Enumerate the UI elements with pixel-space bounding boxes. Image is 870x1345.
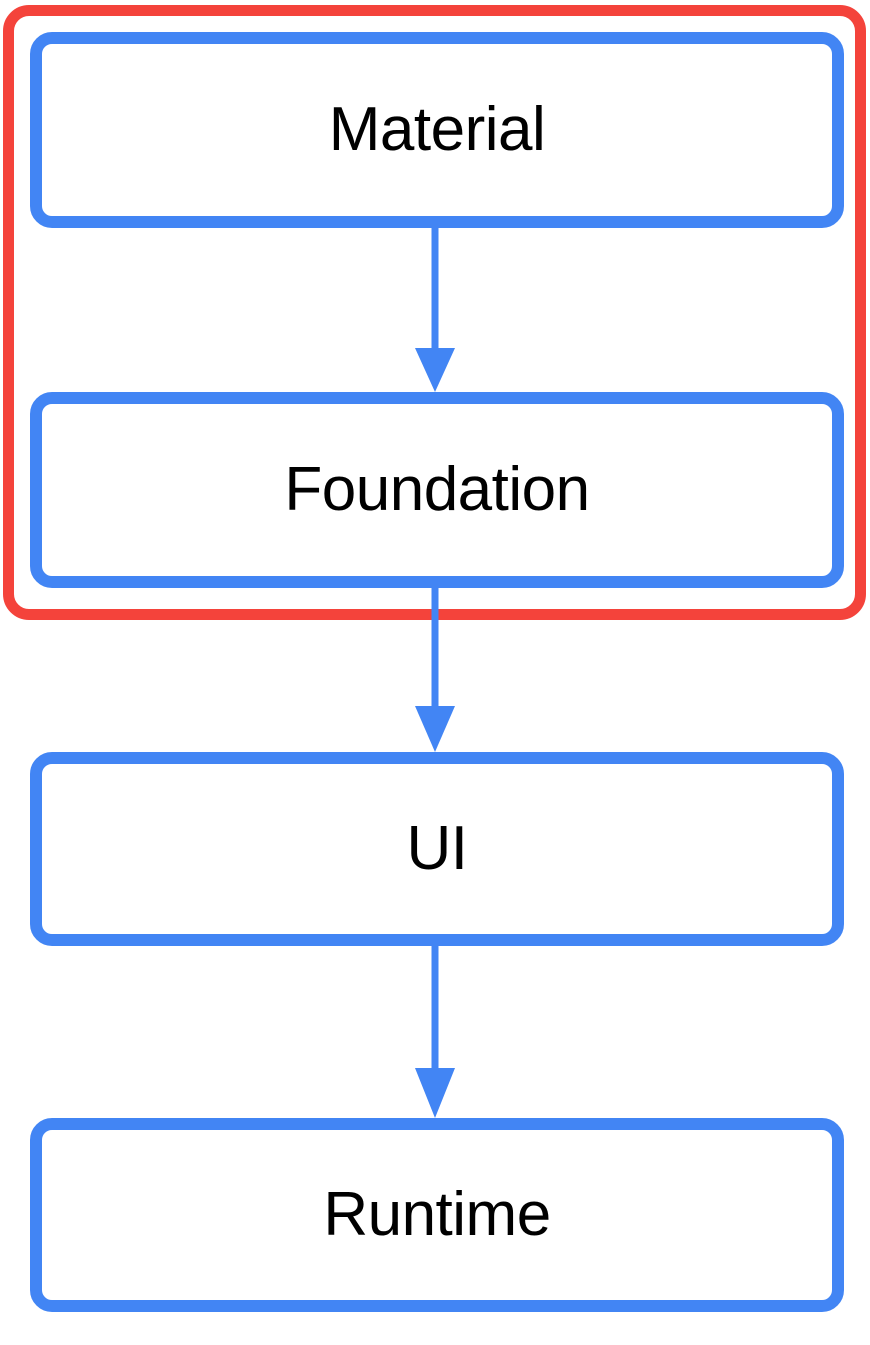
node-material[interactable]: Material (30, 32, 844, 228)
node-runtime-label: Runtime (323, 1180, 551, 1249)
arrow-material-to-foundation (415, 224, 455, 392)
node-ui[interactable]: UI (30, 752, 844, 946)
node-runtime[interactable]: Runtime (30, 1118, 844, 1312)
arrow-foundation-to-ui (415, 584, 455, 752)
arrow-ui-to-runtime (415, 942, 455, 1118)
node-foundation[interactable]: Foundation (30, 392, 844, 588)
node-ui-label: UI (406, 814, 469, 883)
node-material-label: Material (328, 95, 546, 164)
node-foundation-label: Foundation (284, 455, 590, 524)
